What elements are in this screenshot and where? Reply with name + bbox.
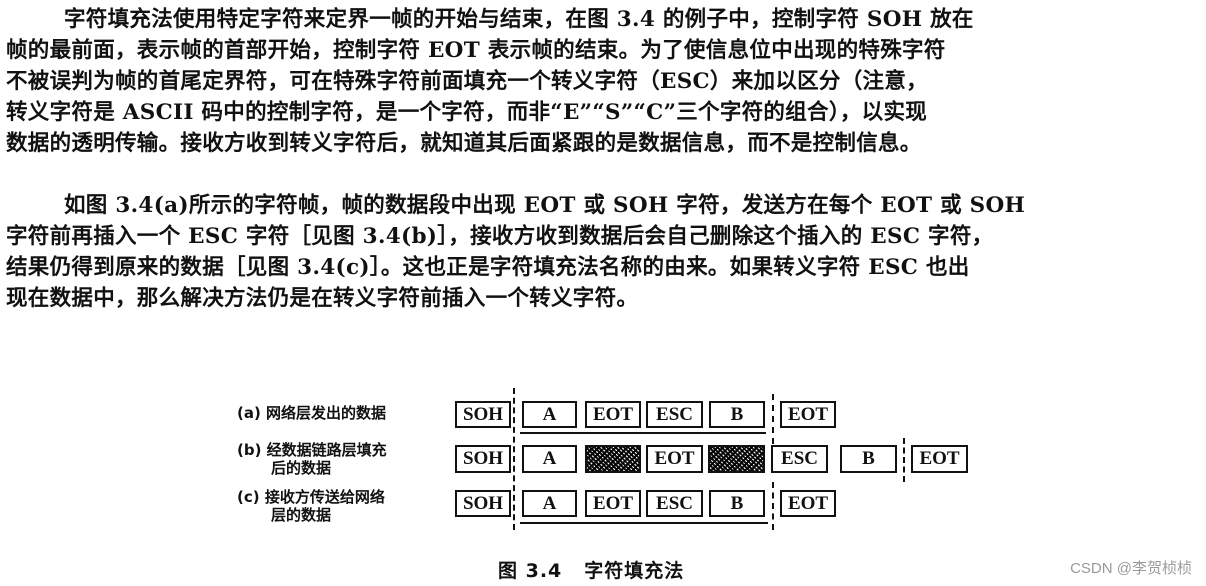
paragraph-line: 如图 3.4(a)所示的字符帧，帧的数据段中出现 EOT 或 SOH 字符，发送…: [64, 193, 1026, 218]
watermark: CSDN @李贺桢桢: [1070, 560, 1192, 577]
paragraph-line: 不被误判为帧的首尾定界符，可在特殊字符前面填充一个转义字符（ESC）来加以区分（…: [6, 69, 928, 94]
frame-boundary-dashed-line: [772, 394, 774, 444]
paragraph-line: 字符填充法使用特定字符来定界一帧的开始与结束，在图 3.4 的例子中，控制字符 …: [64, 7, 974, 32]
label-line: (b) 经数据链路层填充: [237, 441, 387, 459]
frame-box-inserted-esc: [585, 445, 641, 473]
frame-box-data: A: [522, 445, 577, 473]
frame-box-eot: EOT: [585, 490, 641, 517]
row-c-label: (c) 接收方传送给网络 层的数据: [237, 488, 385, 524]
data-segment-underline: [520, 522, 768, 524]
paragraph-line: 结果仍得到原来的数据［见图 3.4(c)］。这也正是字符填充法名称的由来。如果转…: [6, 255, 970, 280]
paragraph-2: 如图 3.4(a)所示的字符帧，帧的数据段中出现 EOT 或 SOH 字符，发送…: [6, 190, 1202, 314]
frame-box-soh: SOH: [455, 401, 511, 428]
frame-box-data: A: [522, 490, 577, 517]
paragraph-line: 字符前再插入一个 ESC 字符［见图 3.4(b)］，接收方收到数据后会自己删除…: [6, 224, 994, 249]
figure-number: 图 3.4: [498, 560, 563, 582]
row-b-label: (b) 经数据链路层填充 后的数据: [237, 441, 387, 477]
frame-box-eot: EOT: [780, 401, 836, 428]
frame-box-eot: EOT: [911, 445, 968, 473]
data-segment-underline: [520, 432, 766, 434]
paragraph-1: 字符填充法使用特定字符来定界一帧的开始与结束，在图 3.4 的例子中，控制字符 …: [6, 4, 1202, 159]
label-line: (a) 网络层发出的数据: [237, 404, 387, 422]
frame-box-data: A: [522, 401, 577, 428]
figure-title: 字符填充法: [584, 560, 685, 582]
frame-box-inserted-esc: [708, 445, 765, 473]
frame-box-eot: EOT: [646, 445, 703, 473]
frame-box-esc: ESC: [646, 490, 703, 517]
frame-box-data: B: [709, 490, 765, 517]
label-line: 后的数据: [271, 459, 332, 477]
frame-box-soh: SOH: [455, 445, 511, 473]
frame-boundary-dashed-line: [772, 482, 774, 530]
label-line: 层的数据: [271, 506, 332, 524]
frame-boundary-dashed-line: [903, 438, 905, 482]
frame-boundary-dashed-line: [513, 388, 515, 530]
figure-caption: 图 3.4 字符填充法: [498, 556, 684, 583]
frame-box-esc: ESC: [771, 445, 828, 473]
frame-box-esc: ESC: [646, 401, 703, 428]
paragraph-line: 帧的最前面，表示帧的首部开始，控制字符 EOT 表示帧的结束。为了使信息位中出现…: [6, 38, 946, 63]
frame-box-soh: SOH: [455, 490, 511, 517]
frame-box-eot: EOT: [585, 401, 641, 428]
frame-box-data: B: [709, 401, 765, 428]
frame-box-eot: EOT: [780, 490, 836, 517]
label-line: (c) 接收方传送给网络: [237, 488, 385, 506]
paragraph-line: 转义字符是 ASCII 码中的控制字符，是一个字符，而非“E”“S”“C”三个字…: [6, 100, 928, 125]
frame-box-data: B: [840, 445, 897, 473]
row-a-label: (a) 网络层发出的数据: [237, 404, 386, 422]
paragraph-line: 数据的透明传输。接收方收到转义字符后，就知道其后面紧跟的是数据信息，而不是控制信…: [6, 131, 922, 156]
paragraph-line: 现在数据中，那么解决方法仍是在转义字符前插入一个转义字符。: [6, 286, 639, 311]
